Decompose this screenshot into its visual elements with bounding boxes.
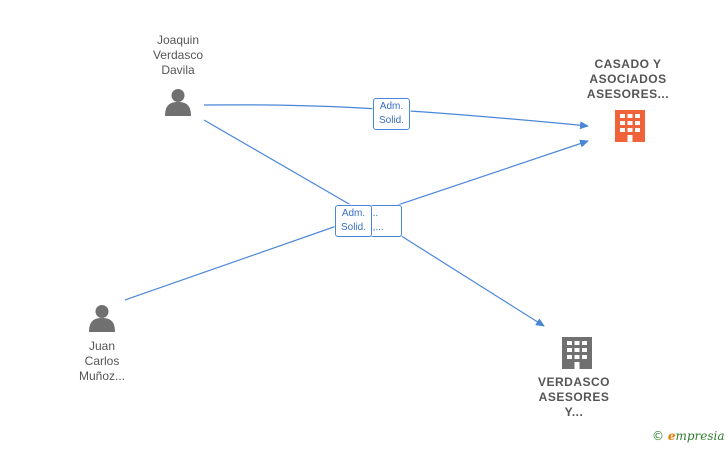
brand-logo-letter: e (667, 429, 676, 443)
building-icon[interactable] (615, 110, 645, 142)
brand-logo-text: mpresia (675, 429, 725, 443)
footer-brand: © empresia (652, 429, 725, 443)
copyright-icon: © (652, 429, 664, 443)
node-label-verdasco[interactable]: VERDASCO ASESORES Y... (537, 375, 610, 419)
person-icon[interactable] (165, 89, 191, 116)
node-label-joaquin[interactable]: Joaquin Verdasco Davila (152, 33, 204, 77)
node-label-casado[interactable]: CASADO Y ASOCIADOS ASESORES... (586, 57, 670, 101)
edge-label-center-front[interactable]: Adm. Solid. (335, 205, 373, 237)
node-label-juan[interactable]: Juan Carlos Muñoz... (78, 339, 126, 383)
person-icon[interactable] (89, 305, 115, 332)
edge-joaquin-to-casado (203, 104, 589, 130)
building-icon[interactable] (562, 337, 592, 369)
edge-label-joaquin-casado[interactable]: Adm. Solid. (373, 98, 411, 130)
